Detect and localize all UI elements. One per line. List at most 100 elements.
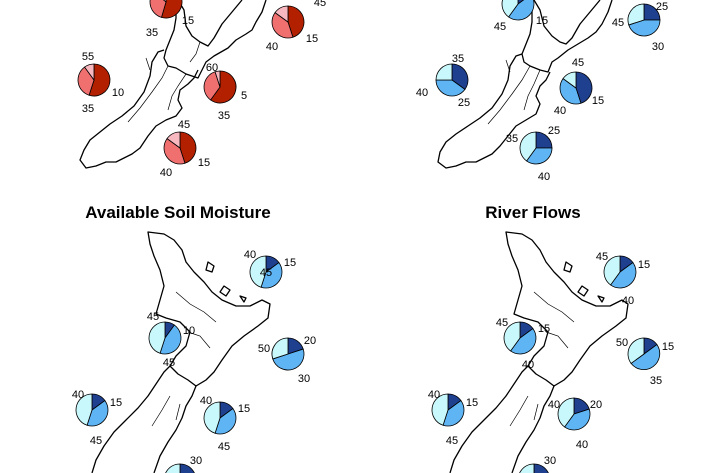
south-island-coast: [91, 365, 197, 473]
pie-value-label: 10: [183, 325, 195, 337]
pie-value-label: 15: [198, 157, 210, 169]
pie-slice-below: [519, 463, 535, 473]
pie-slice-below: [431, 393, 449, 426]
pie-value-label: 45: [572, 57, 584, 69]
pie-value-label: 15: [182, 15, 194, 27]
pie-value-label: 40: [416, 87, 428, 99]
pie-slice-near: [159, 324, 182, 355]
pie-slice-near: [508, 0, 535, 21]
pie-value-label: 45: [494, 21, 506, 33]
pie-slice-below: [603, 255, 621, 286]
pie-slice-below: [271, 337, 289, 360]
south-island-coast: [449, 365, 555, 473]
pie-slice-below: [627, 337, 645, 364]
pie-value-label: 40: [72, 389, 84, 401]
pie-value-label: 15: [538, 323, 550, 335]
pie-slice-below: [214, 70, 221, 88]
pie-value-label: 35: [218, 110, 230, 122]
pie-value-label: 30: [652, 41, 664, 53]
pie-slice-below: [75, 393, 93, 426]
pie-slice-above: [533, 463, 549, 473]
pie-value-label: 15: [662, 341, 674, 353]
pie-slice-near: [271, 12, 294, 39]
pie-value-label: 35: [506, 133, 518, 145]
map-nz-bottom-right: [449, 231, 629, 473]
regional-boundary: [487, 59, 541, 125]
pie-value-label: 45: [446, 435, 458, 447]
south-island-coast: [79, 49, 199, 169]
pie-value-label: 45: [314, 0, 326, 9]
pie-value-label: 35: [146, 27, 158, 39]
pie-slice-near: [628, 19, 661, 37]
pie-south: 45 40 15: [160, 119, 210, 179]
pie-slice-below: [503, 321, 521, 352]
pie-value-label: 40: [576, 439, 588, 451]
pie-slice-below: [249, 255, 267, 288]
pie-value-label: 15: [592, 95, 604, 107]
pie-value-label: 45: [147, 311, 159, 323]
pie-value-label: 60: [206, 62, 218, 74]
pie-slice-below: [203, 401, 221, 434]
pie-value-label: 25: [548, 125, 560, 137]
pie-slice-near: [564, 408, 591, 431]
north-island-coast: [505, 231, 629, 387]
map-nz-top-left: [79, 0, 267, 169]
pie-slice-near: [77, 66, 95, 96]
pie-slice-above: [160, 0, 183, 19]
pie-value-label: 40: [160, 167, 172, 179]
north-island-islands: [205, 261, 247, 303]
north-island-coast: [163, 0, 267, 79]
pie-slice-near: [442, 400, 465, 427]
pie-slice-near: [630, 344, 661, 370]
map-nz-bottom-left: [91, 231, 271, 473]
pie-value-label: 35: [650, 375, 662, 387]
pie-slice-below: [562, 71, 577, 89]
pie-value-label: 15: [110, 397, 122, 409]
pie-slice-above: [210, 70, 237, 104]
pie-value-label: 15: [466, 397, 478, 409]
pie-slice-above: [179, 131, 197, 164]
pie-south: 30: [519, 455, 556, 473]
pie-slice-near: [559, 78, 582, 105]
panel-title-soil-moisture: Available Soil Moisture: [85, 203, 270, 222]
panel-river-flows: River Flows 1545401545401550351540452040…: [428, 203, 674, 473]
pie-slice-below: [165, 463, 181, 473]
pie-slice-above: [287, 5, 305, 38]
south-island-coast: [437, 53, 551, 169]
pie-value-label: 10: [112, 87, 124, 99]
panel-title-river-flows: River Flows: [485, 203, 580, 222]
pie-value-label: 45: [218, 441, 230, 453]
pie-value-label: 40: [538, 171, 550, 183]
north-island-coast: [147, 231, 271, 387]
pie-slice-near: [163, 138, 186, 165]
pie-value-label: 30: [190, 455, 202, 467]
pie-slice-below: [166, 131, 181, 149]
pie-slice-below: [627, 3, 645, 26]
pie-slice-near: [260, 262, 283, 289]
pie-value-label: 25: [656, 1, 668, 13]
pie-value-label: 40: [244, 249, 256, 261]
pie-value-label: 40: [266, 41, 278, 53]
pie-value-label: 20: [590, 399, 602, 411]
pie-value-label: 25: [458, 97, 470, 109]
pie-slice-below: [274, 5, 289, 23]
pie-slice-below: [519, 131, 537, 162]
pie-value-label: 55: [82, 51, 94, 63]
pie-slice-near: [510, 328, 537, 355]
pie-value-label: 45: [178, 119, 190, 131]
pie-south: 30: [165, 455, 202, 473]
